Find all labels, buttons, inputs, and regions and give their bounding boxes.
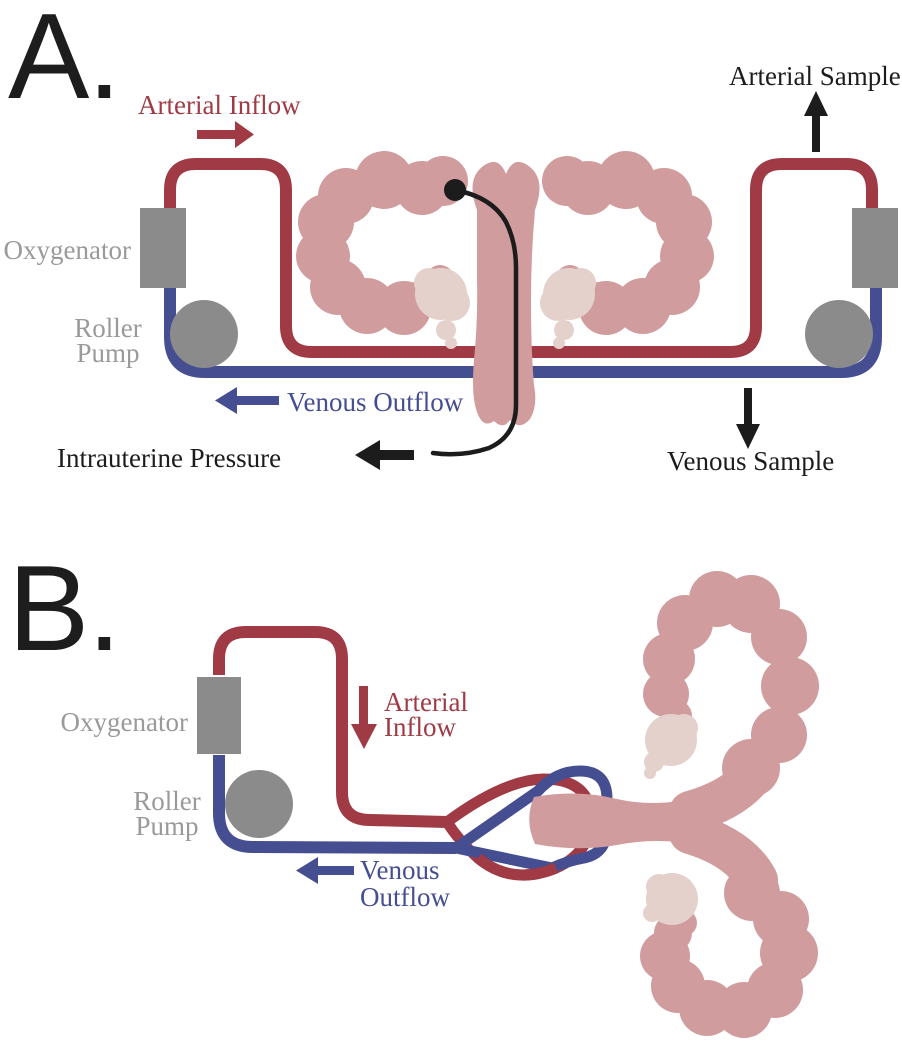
venous-tubing-b [213,755,457,854]
oxygenator-b [197,677,241,754]
arterial-inflow-arrow-a [197,121,254,148]
roller-pump-left-a [170,300,238,368]
panel-b-letter: B. [8,540,119,676]
cervix-stub-b [529,793,699,849]
oxygenator-label-a: Oxygenator [4,235,131,265]
roller-pump-label-a-line1: Roller [74,313,142,343]
cervix-column-a [472,161,540,426]
arterial-pedicle-loop-overlap [474,853,559,881]
panel-a-letter: A. [8,0,119,124]
arterial-sample-arrow [804,91,828,152]
ovary-top-b [644,714,698,779]
roller-pump-label-a-line2: Pump [76,338,139,368]
roller-pump-label-b-line1: Roller [133,786,201,816]
venous-outflow-label-b-line1: Venous [360,855,440,885]
uterine-horn-top-b [643,571,819,797]
venous-outflow-arrow-a [215,387,279,414]
arterial-tubing-b [213,626,448,828]
uterine-horn-left-a [296,151,470,349]
venous-sample-label: Venous Sample [667,446,834,476]
roller-pump-b [225,770,293,838]
intrauterine-pressure-label: Intrauterine Pressure [57,443,281,473]
venous-outflow-arrow-b [296,857,354,884]
catheter-tip-dot [444,179,466,201]
panel-a: A. Arterial Inflow Arterial Sample Oxyge… [4,0,901,476]
venous-outflow-label-a: Venous Outflow [287,387,464,417]
arterial-inflow-label-b-line2: Inflow [384,712,456,742]
ovary-a [414,268,470,349]
venous-sample-arrow [736,388,760,449]
venous-outflow-label-b-line2: Outflow [360,882,450,912]
arterial-sample-label: Arterial Sample [729,61,901,91]
pressure-catheter-line [430,187,519,457]
intrauterine-pressure-arrow [355,440,414,470]
panel-b: B. Oxygenator Roller Pump Arterial Inflo… [8,540,819,1038]
arterial-inflow-arrow-b [351,686,377,749]
oxygenator-left-a [140,208,186,288]
roller-pump-label-b-line2: Pump [135,811,198,841]
uterine-horn-right-a [540,151,714,349]
oxygenator-label-b: Oxygenator [61,707,188,737]
oxygenator-right-a [852,208,898,288]
arterial-inflow-label-a: Arterial Inflow [138,90,301,120]
ovary-bottom-b [643,873,698,925]
arterial-inflow-label-b-line1: Arterial [384,687,468,717]
roller-pump-right-a [805,300,873,368]
uterine-horn-bottom-b [640,865,818,1038]
